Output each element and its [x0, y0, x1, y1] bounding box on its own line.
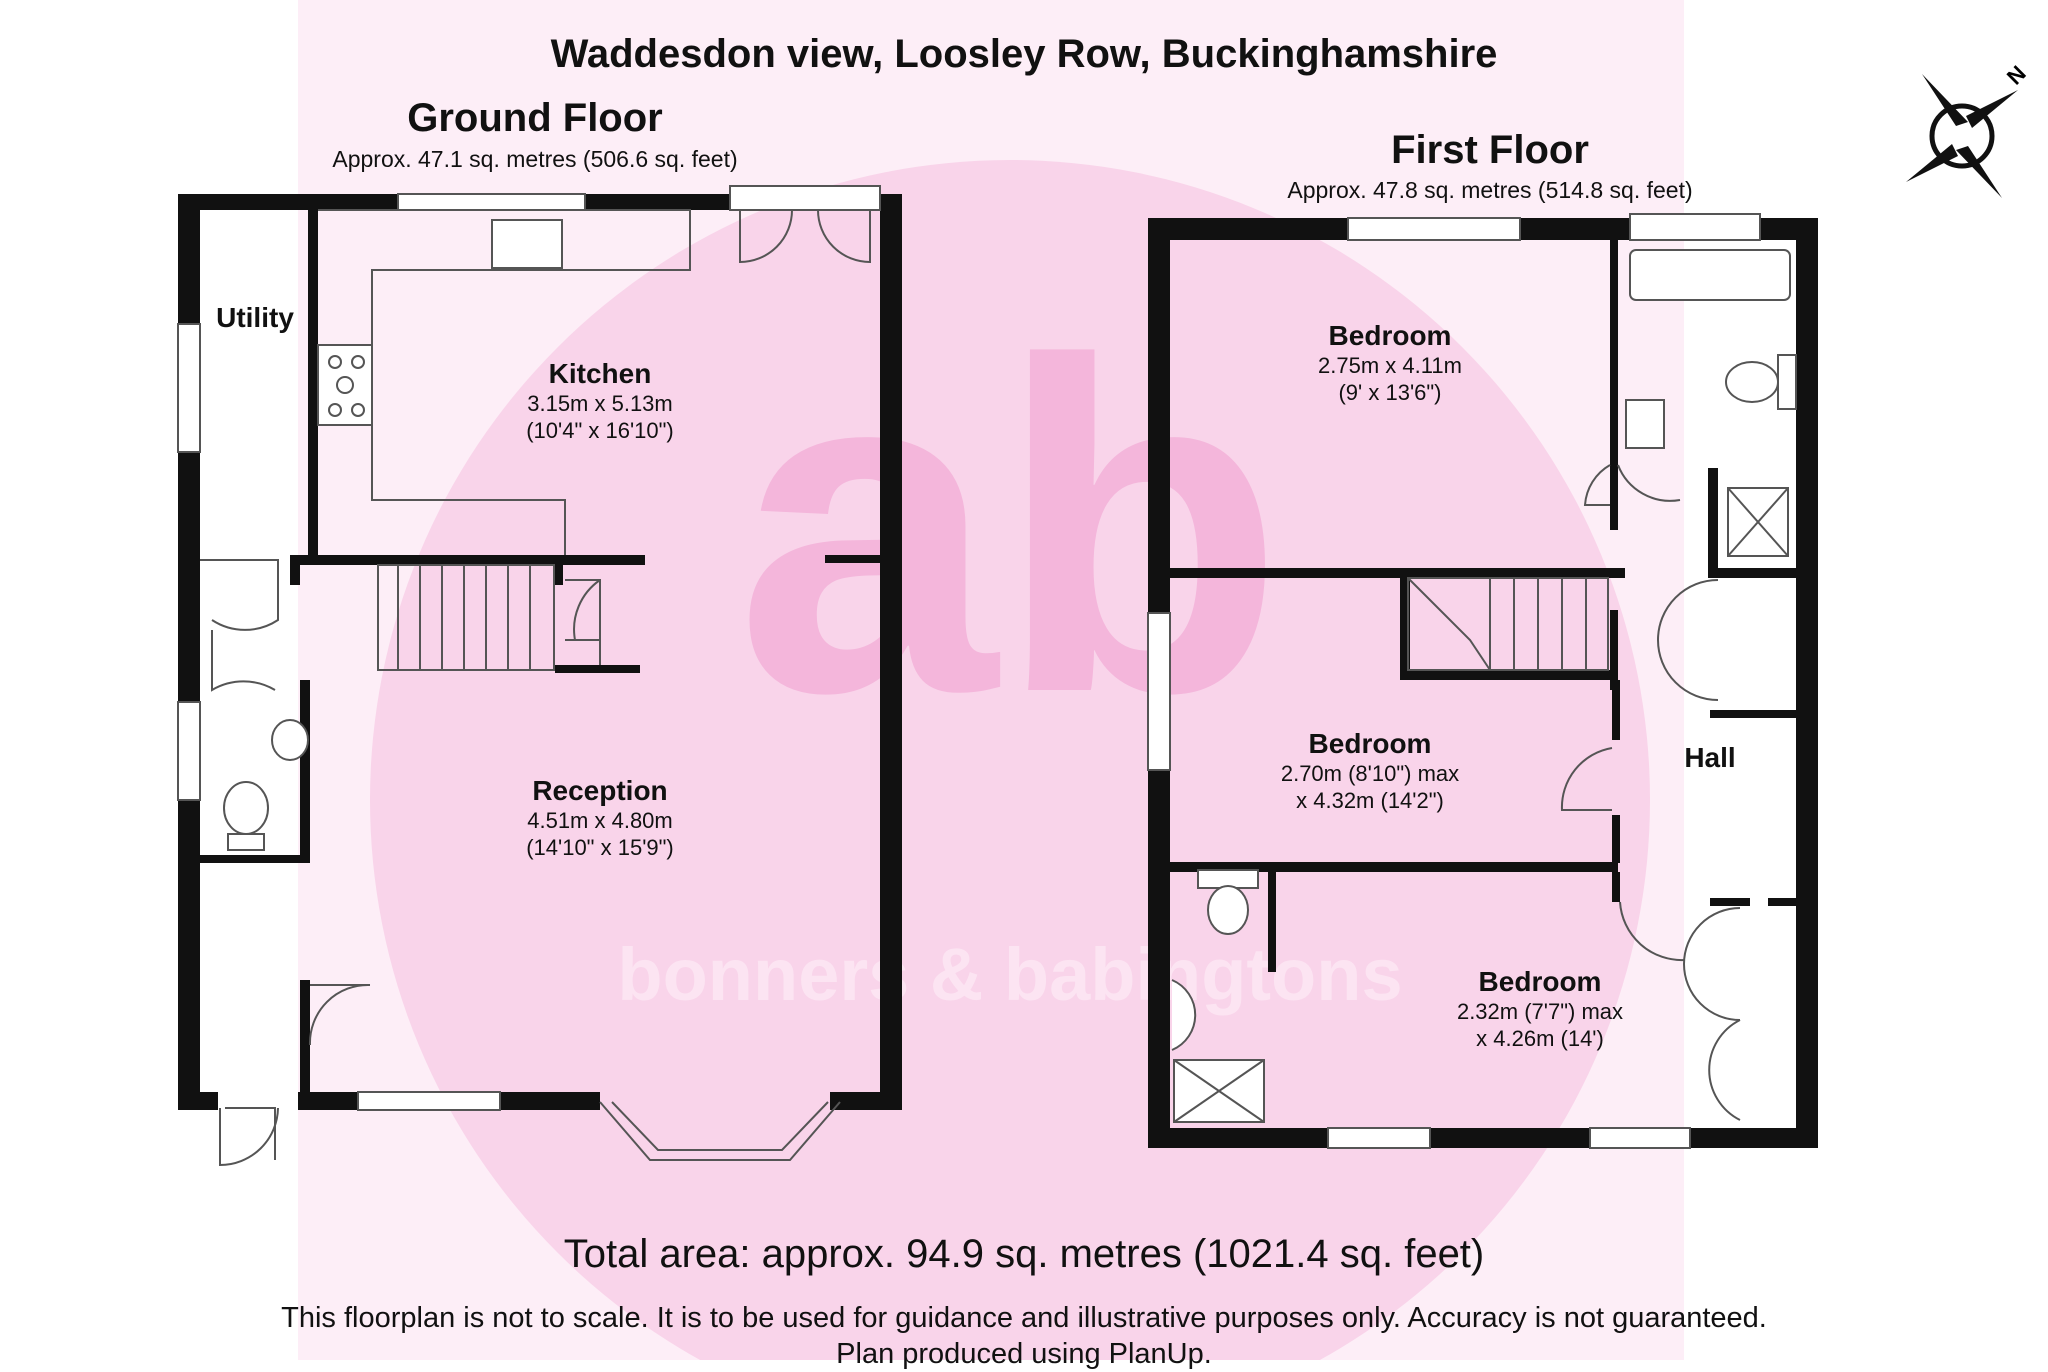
first-floor-area: Approx. 47.8 sq. metres (514.8 sq. feet) [1287, 177, 1693, 203]
disclaimer: This floorplan is not to scale. It is to… [0, 1300, 2048, 1372]
room-kitchen-dim-metric: 3.15m x 5.13m [527, 391, 673, 416]
disclaimer-line-1: This floorplan is not to scale. It is to… [281, 1302, 1767, 1334]
room-kitchen: Kitchen 3.15m x 5.13m (10'4" x 16'10") [460, 358, 740, 444]
room-bedroom-3: Bedroom 2.32m (7'7") max x 4.26m (14') [1390, 966, 1690, 1052]
ground-floor-title: Ground Floor [407, 96, 663, 140]
disclaimer-line-2: Plan produced using PlanUp. [836, 1338, 1212, 1370]
plan-title: Waddesdon view, Loosley Row, Buckinghams… [550, 32, 1498, 76]
room-reception: Reception 4.51m x 4.80m (14'10" x 15'9") [460, 775, 740, 861]
room-hall-name: Hall [1684, 742, 1736, 773]
first-floor-plan [1147, 213, 1818, 1149]
first-floor-title: First Floor [1391, 128, 1589, 172]
room-reception-name: Reception [532, 775, 668, 806]
ground-floor-plan [177, 185, 902, 1167]
room-bedroom-1-dim-metric: 2.75m x 4.11m [1318, 353, 1462, 378]
room-bedroom-2-dim-1: 2.70m (8'10") max [1280, 761, 1460, 786]
room-kitchen-dim-imperial: (10'4" x 16'10") [526, 418, 674, 443]
room-kitchen-name: Kitchen [548, 358, 652, 389]
room-bedroom-2: Bedroom 2.70m (8'10") max x 4.32m (14'2"… [1220, 728, 1520, 814]
room-bedroom-2-dim-2: x 4.32m (14'2") [1296, 788, 1444, 813]
watermark-logo: ab [736, 265, 1285, 790]
room-reception-dim-metric: 4.51m x 4.80m [527, 808, 673, 833]
ground-floor-area: Approx. 47.1 sq. metres (506.6 sq. feet) [332, 146, 738, 172]
room-bedroom-3-dim-1: 2.32m (7'7") max [1456, 999, 1624, 1024]
total-area: Total area: approx. 94.9 sq. metres (102… [563, 1232, 1485, 1276]
room-bedroom-3-name: Bedroom [1478, 966, 1602, 997]
room-bedroom-1-dim-imperial: (9' x 13'6") [1338, 380, 1442, 405]
north-arrow-icon: N [1906, 61, 2031, 198]
room-bedroom-1: Bedroom 2.75m x 4.11m (9' x 13'6") [1240, 320, 1540, 406]
room-bedroom-1-name: Bedroom [1328, 320, 1452, 351]
room-utility-name: Utility [216, 302, 294, 333]
room-bedroom-2-name: Bedroom [1308, 728, 1432, 759]
room-bedroom-3-dim-2: x 4.26m (14') [1476, 1026, 1604, 1051]
room-reception-dim-imperial: (14'10" x 15'9") [526, 835, 674, 860]
